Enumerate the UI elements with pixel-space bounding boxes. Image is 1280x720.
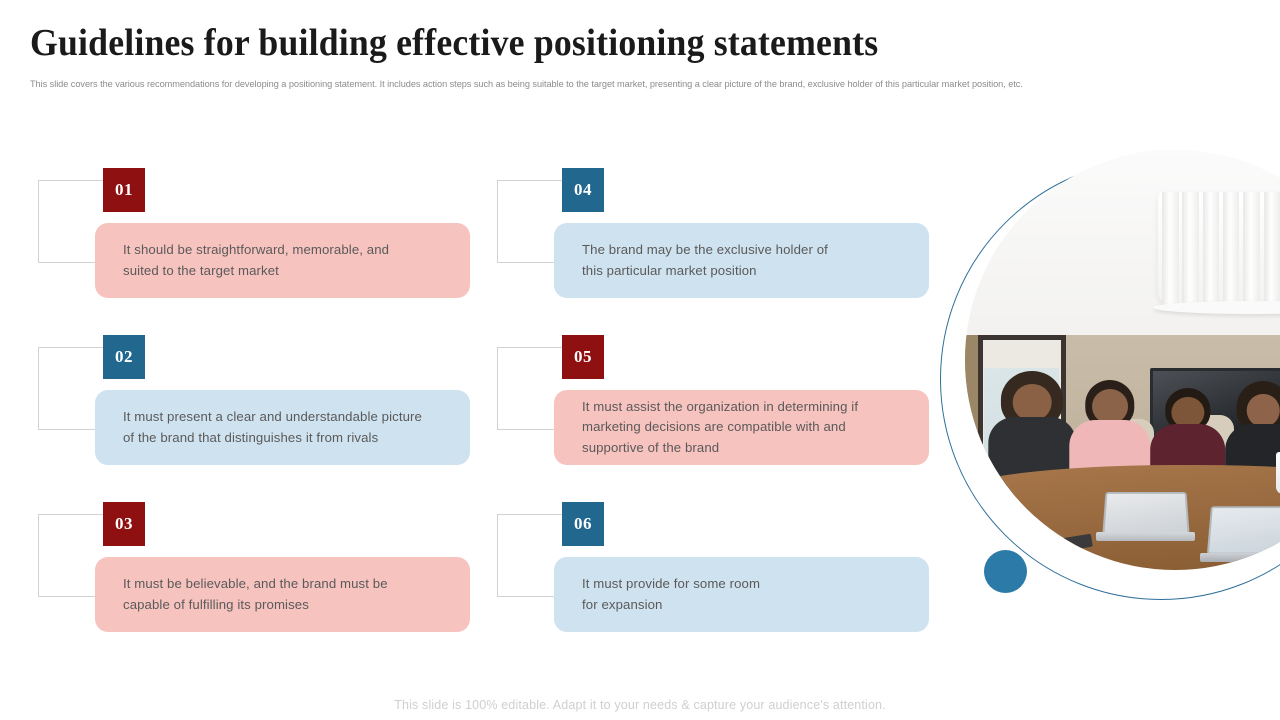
photo-composition [940, 150, 1280, 610]
connector-bracket-icon [38, 347, 116, 430]
item-number-badge: 03 [103, 502, 145, 546]
meeting-scene-illustration [965, 150, 1280, 570]
page-subtitle: This slide covers the various recommenda… [30, 79, 1023, 89]
item-number-badge: 02 [103, 335, 145, 379]
item-card-text: It must be believable, and the brand mus… [123, 576, 388, 612]
blue-dot-accent-icon [984, 550, 1027, 593]
item-number-badge: 06 [562, 502, 604, 546]
connector-bracket-icon [497, 180, 575, 263]
page-title: Guidelines for building effective positi… [30, 22, 879, 64]
item-number-badge: 05 [562, 335, 604, 379]
laptop-icon [1096, 486, 1196, 541]
item-number-badge: 01 [103, 168, 145, 212]
item-card[interactable]: It must be believable, and the brand mus… [95, 557, 470, 632]
item-card-text: It must provide for some room for expans… [582, 576, 761, 612]
connector-bracket-icon [38, 514, 116, 597]
footer-note: This slide is 100% editable. Adapt it to… [394, 698, 886, 712]
item-card[interactable]: The brand may be the exclusive holder of… [554, 223, 929, 298]
item-card[interactable]: It must provide for some room for expans… [554, 557, 929, 632]
item-number-badge: 04 [562, 168, 604, 212]
item-card-text: The brand may be the exclusive holder of… [582, 242, 828, 278]
guideline-item-01[interactable]: 01 It should be straightforward, memorab… [30, 168, 470, 328]
guideline-item-04[interactable]: 04 The brand may be the exclusive holder… [489, 168, 929, 328]
item-card-text: It should be straightforward, memorable,… [123, 242, 390, 278]
item-card[interactable]: It should be straightforward, memorable,… [95, 223, 470, 298]
connector-bracket-icon [497, 347, 575, 430]
guideline-item-05[interactable]: 05 It must assist the organization in de… [489, 335, 929, 495]
connector-bracket-icon [38, 180, 116, 263]
item-card-text: It must assist the organization in deter… [582, 398, 859, 455]
glass-icon [1275, 452, 1280, 495]
meeting-photo [965, 150, 1280, 570]
guideline-item-06[interactable]: 06 It must provide for some room for exp… [489, 502, 929, 662]
laptop-icon [1199, 499, 1280, 562]
connector-bracket-icon [497, 514, 575, 597]
item-card[interactable]: It must assist the organization in deter… [554, 390, 929, 465]
item-card[interactable]: It must present a clear and understandab… [95, 390, 470, 465]
guideline-item-03[interactable]: 03 It must be believable, and the brand … [30, 502, 470, 662]
guideline-item-02[interactable]: 02 It must present a clear and understan… [30, 335, 470, 495]
item-card-text: It must present a clear and understandab… [123, 409, 422, 445]
